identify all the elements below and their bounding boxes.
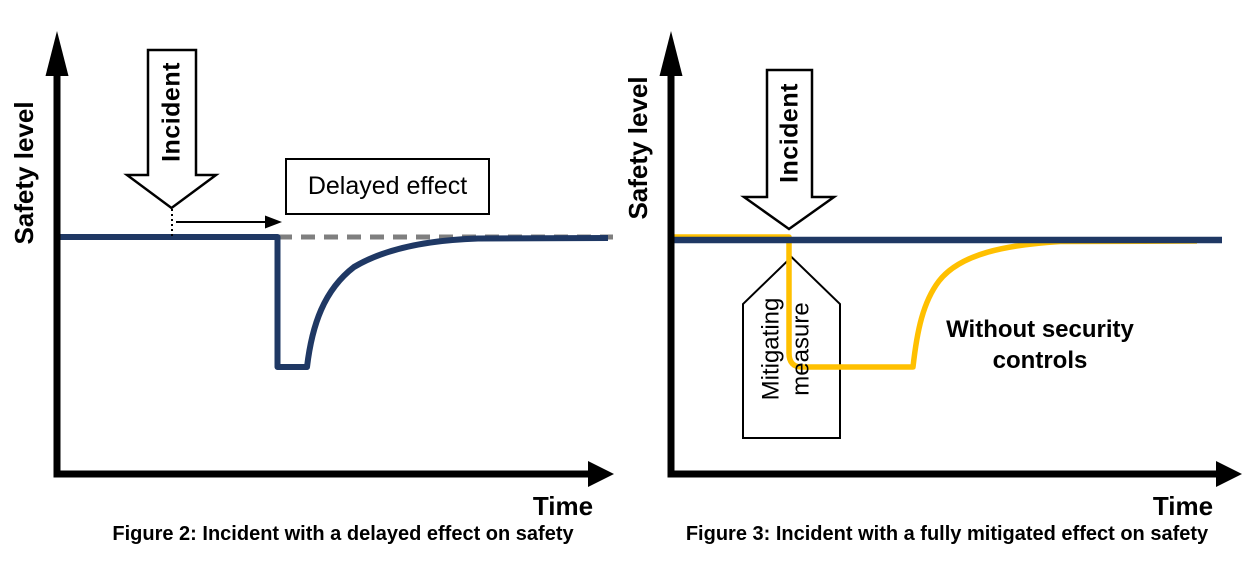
fig2-x-axis-label: Time [532,490,594,521]
fig3-y-axis-arrowhead-icon [659,31,683,76]
fig2-incident-arrow-icon [123,48,220,210]
fig3-without-security-controls-label: Without security controls [946,316,1134,374]
fig3-x-axis-arrowhead-icon [1216,461,1242,487]
figure2-plot [45,31,614,487]
fig3-incident-label: Incident [775,83,803,183]
fig3-x-axis-label: Time [1152,490,1214,521]
fig2-safety-level-curve [57,234,609,370]
figure3-plot [659,31,1242,487]
fig2-delayed-effect-label: Delayed effect [307,172,468,200]
fig2-incident-label: Incident [157,62,185,162]
fig3-y-axis-label: Safety level [622,76,653,220]
fig2-delayed-effect-box: Delayed effect [285,158,490,215]
fig2-y-axis-arrowhead-icon [45,31,69,76]
fig2-caption: Figure 2: Incident with a delayed effect… [112,522,574,545]
fig2-x-axis-arrowhead-icon [588,461,614,487]
fig3-incident-arrow-icon [740,68,838,231]
fig2-delay-arrowhead-icon [265,215,282,229]
fig3-without-controls-curve [672,234,1198,370]
fig2-y-axis-label: Safety level [8,101,39,245]
fig3-caption: Figure 3: Incident with a fully mitigate… [685,522,1209,545]
fig3-mitigating-measure-label: Mitigating measure [757,297,815,401]
